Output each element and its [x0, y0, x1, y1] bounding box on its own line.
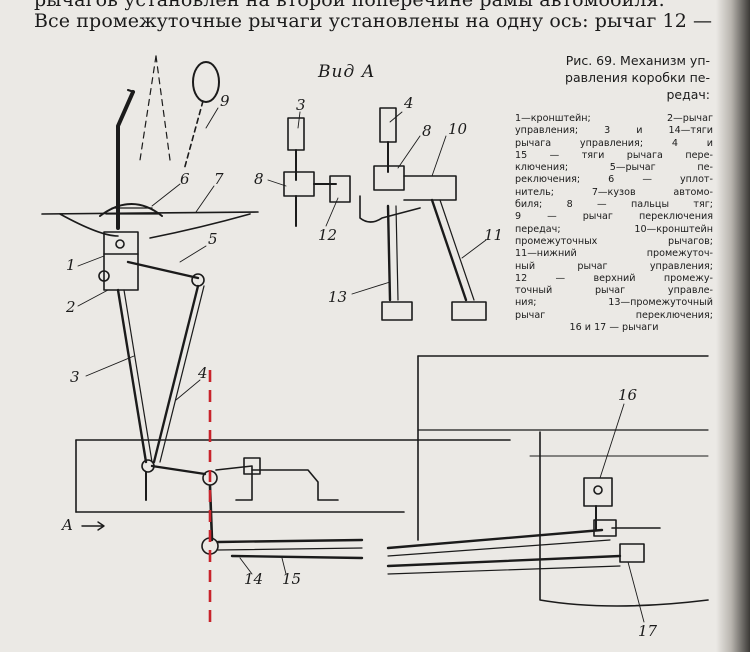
label: 9	[220, 92, 230, 110]
legend-line: рычага управления; 4 и	[515, 137, 713, 149]
rod-4-end	[379, 107, 397, 143]
label: 13	[328, 288, 347, 306]
floor-curve-right	[149, 213, 251, 239]
legend-line: 12 — верхний промежу-	[515, 272, 713, 284]
shift-rod-4	[152, 284, 200, 464]
legend-line: точный рычаг управле-	[515, 285, 713, 297]
arrow-a-label: A	[60, 516, 73, 534]
legend-line: передач; 10—кронштейн	[515, 223, 713, 235]
lever-11-foot	[451, 301, 487, 321]
label: 16	[618, 386, 638, 404]
label: 10	[448, 120, 468, 138]
label: 4	[403, 94, 414, 112]
rod-right-2	[386, 554, 622, 568]
right-view-drawing	[386, 355, 709, 607]
rod-14	[216, 538, 364, 544]
legend-line: ный рычаг управления;	[515, 260, 713, 272]
legend-line: реключения; 6 — уплот-	[515, 174, 713, 186]
caption-title-line: редач:	[666, 87, 710, 102]
label: 8	[254, 170, 264, 188]
lever-11	[430, 198, 468, 302]
legend-line: промежуточных рычагов;	[515, 235, 713, 247]
lever-dashed-guide	[139, 55, 157, 161]
rod-3-end	[287, 117, 305, 151]
label: 14	[244, 570, 263, 588]
floor-curve-left	[59, 213, 119, 237]
body-text-line-1: рычагов установлен на второй поперечине …	[34, 0, 665, 11]
rod-15	[230, 554, 364, 560]
label: 5	[208, 230, 218, 248]
legend-line: ключения; 5—рычаг пе-	[515, 162, 713, 174]
label: 3	[296, 96, 306, 114]
label: 1	[66, 256, 76, 274]
caption-title-line: равления коробки пе-	[565, 70, 710, 85]
page-spine-shadow	[716, 0, 750, 652]
figure-legend: 1—кронштейн; 2—рычаг управления; 3 и 14—…	[515, 113, 713, 334]
label: 11	[484, 226, 503, 244]
label: 17	[638, 622, 658, 640]
legend-line: рычаг переключения;	[515, 309, 713, 321]
lever-dashed-rod	[183, 100, 204, 171]
gear-lever-rod	[116, 90, 135, 230]
lever-16	[583, 477, 613, 507]
floor-line	[41, 211, 259, 215]
label: 15	[282, 570, 301, 588]
lever-housing	[103, 253, 139, 291]
rod-right-1	[386, 528, 604, 550]
legend-line: управления; 3 и 14—тяги	[515, 125, 713, 137]
legend-line: 16 и 17 — рычаги	[569, 322, 659, 334]
arrow-a	[81, 521, 105, 531]
legend-line: 11—нижний промежуточ-	[515, 248, 713, 260]
label: 12	[318, 226, 337, 244]
label: 4	[197, 364, 208, 382]
lever-13-foot	[381, 301, 413, 321]
pin-8-left	[283, 171, 315, 197]
label: 7	[214, 170, 224, 188]
label: 8	[422, 122, 432, 140]
pin-8-right	[373, 165, 405, 191]
figure-caption-title: Рис. 69. Механизм уп- равления коробки п…	[505, 52, 710, 103]
gearbox-housing	[539, 431, 709, 607]
lower-link	[150, 464, 207, 476]
bracket-plate	[251, 469, 339, 501]
bracket-10	[403, 175, 457, 201]
legend-line: 9 — рычаг переключения	[515, 211, 713, 223]
lever-13	[386, 204, 392, 302]
main-view-drawing	[41, 55, 511, 560]
bracket-1	[103, 231, 139, 255]
legend-line: 1—кронштейн; 2—рычаг	[515, 113, 713, 124]
legend-line: биля; 8 — пальцы тяг;	[515, 199, 713, 211]
legend-line: 15 — тяги рычага пере-	[515, 149, 713, 161]
lever-17	[619, 543, 645, 563]
lever-knob	[192, 61, 220, 103]
upper-lever-12	[329, 175, 351, 203]
body-text-line-2: Все промежуточные рычаги установлены на …	[34, 10, 713, 32]
control-rod-3	[116, 288, 148, 464]
label: 3	[70, 368, 80, 386]
label: 2	[65, 298, 76, 316]
view-a-drawing	[283, 107, 487, 321]
seal-boot	[99, 203, 163, 217]
label: 6	[180, 170, 190, 188]
shift-lever-5	[126, 260, 200, 280]
caption-title-line: Рис. 69. Механизм уп-	[565, 53, 710, 68]
view-a-heading: Вид А	[318, 62, 376, 82]
legend-line: ния; 13—промежуточный	[515, 297, 713, 309]
legend-line: нитель; 7—кузов автомо-	[515, 186, 713, 198]
leader-lines	[77, 107, 645, 623]
